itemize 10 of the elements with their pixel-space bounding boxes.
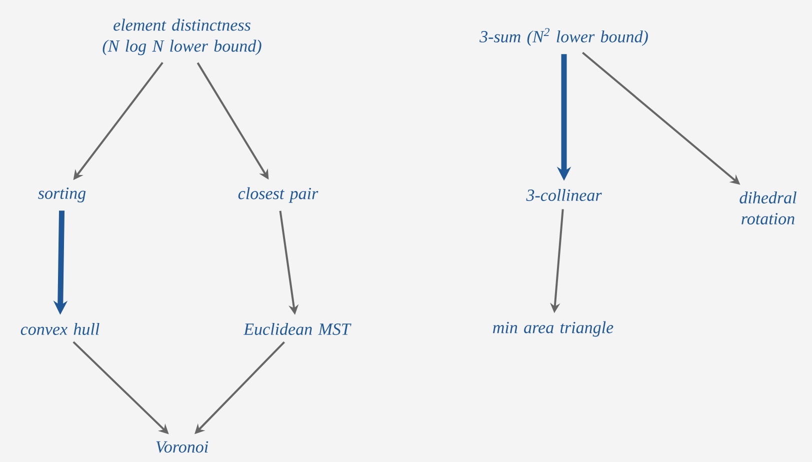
- node-label: 3-sum (N$^{2}$ lower bound): [480, 28, 648, 46]
- node-label: Voronoi: [156, 441, 208, 453]
- node-label: 3-collinear: [526, 189, 602, 201]
- node-label: convex hull: [20, 323, 100, 335]
- node-label: element distinctness (N log N lower bound): [102, 18, 262, 56]
- node-label: dihedral rotation: [740, 192, 796, 224]
- node-label: sorting: [38, 188, 86, 202]
- node-label: closest pair: [238, 187, 318, 203]
- node-label: min area triangle: [493, 321, 614, 337]
- node-label: Euclidean MST: [243, 323, 352, 335]
